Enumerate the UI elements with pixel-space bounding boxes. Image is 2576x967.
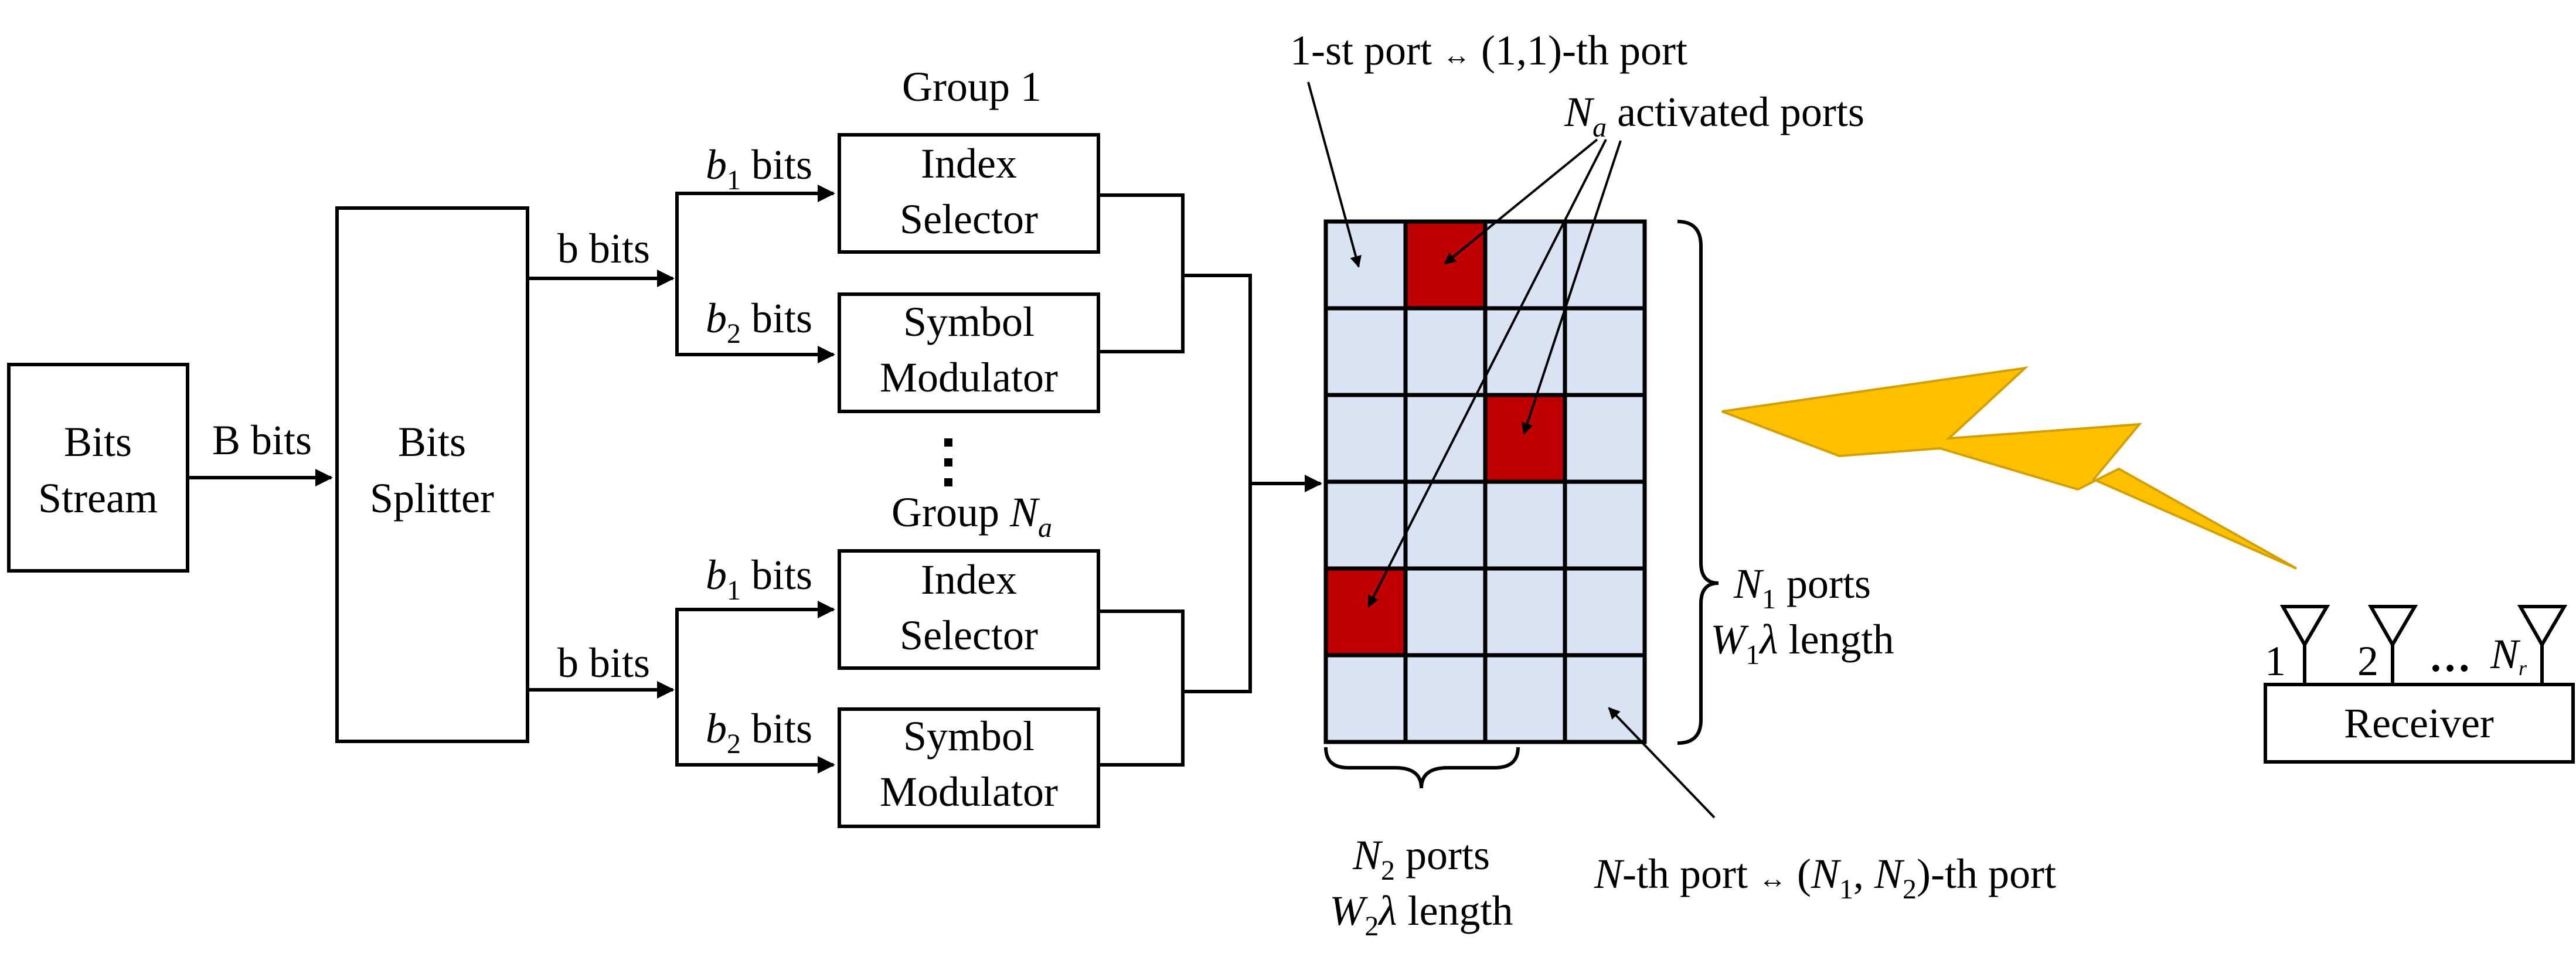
port-cell (1403, 393, 1488, 484)
port-cell-active (1323, 566, 1408, 658)
port-cell (1403, 306, 1488, 397)
group1-b2-bits-label: b2 bits (706, 295, 812, 349)
group1-symbol-branch (675, 278, 835, 363)
group-1-label: Group 1 (902, 63, 1042, 110)
port-cell-active (1403, 219, 1488, 311)
index-selector-label-1: Index (921, 556, 1017, 603)
n1-brace (1677, 220, 1719, 745)
group1-index-selector-block: Index Selector (838, 133, 1100, 254)
n1-ports-label: N1 ports (1733, 560, 1871, 615)
activated-arrow-3 (1367, 139, 1607, 608)
group-na-label: Group Na (891, 489, 1052, 543)
bits-stream-label-1: Bits (64, 418, 132, 465)
nth-port-arrow (1608, 707, 1716, 819)
groupna-symbol-modulator-block: Symbol Modulator (838, 707, 1100, 828)
n2-brace (1324, 747, 1520, 789)
nth-port-label: N-th port ↔ (N1, N2)-th port (1594, 850, 2056, 905)
first-port-label: 1-st port ↔ (1,1)-th port (1290, 27, 1687, 74)
group1-symbol-modulator-block: Symbol Modulator (838, 292, 1100, 413)
groupna-index-selector-block: Index Selector (838, 549, 1100, 670)
port-cell (1403, 566, 1488, 658)
bits-splitter-block: Bits Splitter (335, 206, 529, 743)
index-selector-label-2: Selector (900, 196, 1038, 243)
w2-length-label: W2λ length (1329, 887, 1513, 942)
port-cell (1323, 219, 1408, 311)
wireless-signal-lightning-icon (1721, 366, 2297, 570)
port-cell-active (1483, 393, 1567, 484)
groupna-b2-bits-label: b2 bits (706, 705, 812, 760)
port-cell (1563, 306, 1647, 397)
bits-stream-label-2: Stream (38, 475, 158, 522)
upper-b-bits-label: b bits (557, 225, 650, 272)
antenna-nr-label: Nr (2490, 631, 2527, 680)
receiver-antennas: 1 2 … Nr (2265, 605, 2568, 686)
port-cell (1483, 653, 1567, 744)
lower-b-bits-label: b bits (557, 639, 650, 686)
groupna-merge-line (1183, 484, 1252, 693)
port-cell (1323, 653, 1408, 744)
group1-b1-bits-label: b1 bits (706, 141, 812, 196)
index-selector-label-2: Selector (900, 612, 1038, 659)
first-port-arrow (1307, 81, 1362, 268)
groupna-merge-bracket (1098, 610, 1185, 767)
vertical-ellipsis-icon (944, 438, 952, 486)
port-grid (1323, 219, 1647, 744)
antenna-nr-icon (2517, 605, 2568, 686)
port-cell (1403, 653, 1488, 744)
groupna-b1-bits-label: b1 bits (706, 551, 812, 606)
port-cell (1323, 306, 1408, 397)
group1-merge-line (1183, 274, 1252, 484)
activated-arrow-1 (1444, 138, 1598, 265)
port-cell (1483, 566, 1567, 658)
bits-stream-block: Bits Stream (7, 363, 189, 573)
groupna-symbol-branch (675, 690, 835, 774)
antenna-2-icon (2367, 605, 2418, 686)
symbol-modulator-label-2: Modulator (880, 768, 1058, 815)
index-selector-label-1: Index (921, 140, 1017, 187)
activated-ports-label: Na activated ports (1564, 88, 1864, 143)
symbol-modulator-label-1: Symbol (903, 713, 1035, 760)
groupna-index-branch (675, 601, 835, 690)
port-cell (1563, 479, 1647, 571)
bits-splitter-label-1: Bits (398, 418, 466, 465)
activated-arrow-2 (1522, 140, 1622, 435)
port-cell (1403, 479, 1488, 571)
port-cell (1323, 393, 1408, 484)
symbol-modulator-label-1: Symbol (903, 298, 1035, 345)
b-bits-label: B bits (212, 417, 312, 464)
antenna-1-label: 1 (2265, 638, 2286, 685)
port-cell (1563, 219, 1647, 311)
antenna-ellipsis: … (2429, 634, 2471, 680)
receiver-label: Receiver (2344, 700, 2494, 747)
n2-ports-label: N2 ports (1352, 832, 1490, 886)
port-cell (1483, 479, 1567, 571)
group1-merge-bracket (1098, 193, 1185, 353)
group1-index-branch (675, 185, 835, 278)
bits-splitter-label-2: Splitter (370, 475, 494, 522)
port-cell (1563, 566, 1647, 658)
receiver-block: Receiver (2264, 683, 2575, 764)
port-cell (1483, 219, 1567, 311)
w1-length-label: W1λ length (1710, 616, 1894, 670)
port-cell (1563, 393, 1647, 484)
antenna-1-icon (2279, 605, 2330, 686)
port-cell (1563, 653, 1647, 744)
antenna-2-label: 2 (2357, 638, 2378, 685)
symbol-modulator-label-2: Modulator (880, 354, 1058, 401)
